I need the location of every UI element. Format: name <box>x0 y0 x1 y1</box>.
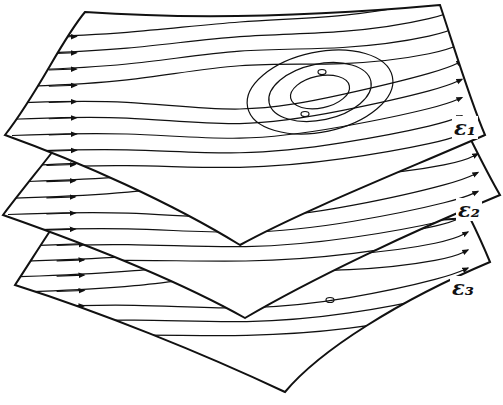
streamline <box>12 6 462 54</box>
streamline-arrow <box>46 181 75 182</box>
streamline-arrow <box>46 229 75 230</box>
critical-point <box>326 298 334 303</box>
streamline-arrow <box>49 53 77 54</box>
streamline-arrow <box>57 321 84 322</box>
closed-streamline <box>287 70 352 114</box>
streamline <box>12 25 462 71</box>
streamline <box>12 134 462 168</box>
streamline-arrow <box>57 337 84 338</box>
streamline <box>12 43 462 87</box>
critical-point <box>301 112 309 117</box>
streamline-arrow <box>57 291 84 292</box>
streamline-arrow <box>49 118 77 119</box>
surface-label: ε₂ <box>456 198 482 221</box>
surface-label: ε₁ <box>452 116 478 139</box>
streamline-arrow <box>57 275 84 276</box>
streamline-arrow <box>49 85 77 86</box>
streamline-arrow <box>46 262 75 263</box>
surface-label: ε₃ <box>450 276 476 299</box>
streamline-arrow <box>46 197 75 198</box>
closed-streamline <box>239 37 400 146</box>
streamline-arrow <box>46 213 75 214</box>
streamline-arrow <box>49 134 77 135</box>
streamline-arrow <box>57 245 84 246</box>
closed-streamline <box>263 54 376 130</box>
surface-outline <box>5 5 485 245</box>
streamline-arrow <box>49 150 77 151</box>
critical-point <box>318 70 326 75</box>
streamline-arrow <box>57 260 84 261</box>
streamline-arrow <box>49 37 77 38</box>
streamline <box>12 116 462 153</box>
streamline-arrow <box>49 69 77 70</box>
surface-fill <box>5 5 485 245</box>
flow-surface <box>5 0 485 245</box>
streamline <box>12 61 462 109</box>
streamline-arrow <box>49 102 77 103</box>
streamline-arrow <box>46 165 75 166</box>
streamline-arrow <box>49 167 77 168</box>
streamline-arrow <box>46 245 75 246</box>
streamline <box>12 98 462 139</box>
